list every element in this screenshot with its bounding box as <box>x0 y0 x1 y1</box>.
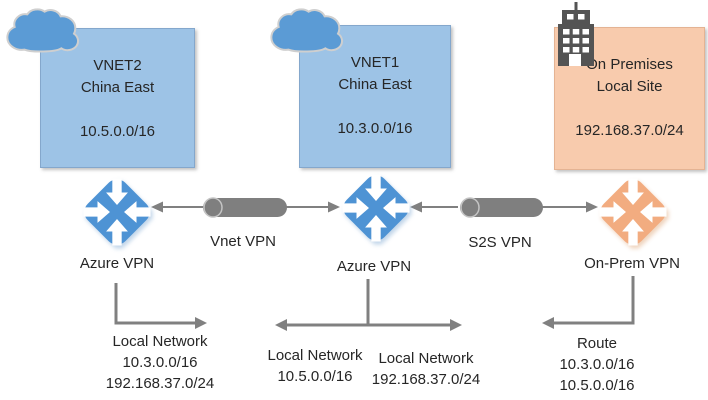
route-note-line: Local Network <box>267 347 363 364</box>
vnet1-cidr: 10.3.0.0/16 <box>337 120 413 137</box>
vnet2-region: China East <box>80 79 155 96</box>
spacer <box>300 96 450 118</box>
s2s-vpn-tunnel-icon <box>460 197 543 218</box>
vpn-gateway-icon <box>83 178 151 246</box>
vpn-gateway-icon <box>599 178 667 246</box>
route-note-line: 192.168.37.0/24 <box>105 375 215 392</box>
spacer <box>555 98 704 120</box>
route-note-line: 10.5.0.0/16 <box>277 368 353 385</box>
route-note-vnet2: Local Network 10.3.0.0/16 192.168.37.0/2… <box>106 331 214 394</box>
building-icon <box>558 2 594 66</box>
spacer <box>41 99 194 121</box>
route-note-vnet1-left: Local Network 10.5.0.0/16 <box>267 345 362 387</box>
route-note-line: 10.5.0.0/16 <box>559 377 635 394</box>
route-arrow-onprem <box>542 276 635 329</box>
vnet2-box: VNET2 China East 10.5.0.0/16 <box>40 28 195 168</box>
azure-vpn-label-vnet1: Azure VPN <box>336 258 412 275</box>
route-note-line: Local Network <box>112 333 208 350</box>
route-note-line: 10.3.0.0/16 <box>122 354 198 371</box>
vnet2-title: VNET2 <box>93 57 142 74</box>
onprem-vpn-label: On-Prem VPN <box>584 255 680 272</box>
route-arrow-vnet2 <box>114 283 207 329</box>
route-note-line: 192.168.37.0/24 <box>371 371 481 388</box>
route-note-line: Route <box>576 335 618 352</box>
cloud-icon <box>270 8 344 53</box>
route-note-onprem: Route 10.3.0.0/16 10.5.0.0/16 <box>559 333 634 396</box>
vnet-vpn-label: Vnet VPN <box>210 233 276 250</box>
route-note-line: Local Network <box>378 350 474 367</box>
vnet2-cidr: 10.5.0.0/16 <box>79 123 156 140</box>
vpn-gateway-icon <box>342 174 410 242</box>
vnet-vpn-tunnel-icon <box>203 197 287 218</box>
azure-vpn-label-vnet2: Azure VPN <box>79 255 155 272</box>
s2s-vpn-connection-arrows <box>410 201 598 213</box>
onprem-region: Local Site <box>596 78 663 95</box>
route-arrow-vnet1 <box>275 279 462 331</box>
vnet1-title: VNET1 <box>350 54 400 71</box>
vnet1-region: China East <box>338 76 412 93</box>
vnet-vpn-connection-arrows <box>151 201 340 213</box>
route-note-vnet1-right: Local Network 192.168.37.0/24 <box>372 348 480 390</box>
onprem-title: On Premises <box>586 56 673 73</box>
route-note-line: 10.3.0.0/16 <box>559 356 635 373</box>
onprem-box: On Premises Local Site 192.168.37.0/24 <box>554 27 705 170</box>
onprem-cidr: 192.168.37.0/24 <box>575 122 684 139</box>
s2s-vpn-label: S2S VPN <box>468 234 532 251</box>
cloud-icon <box>6 8 80 53</box>
